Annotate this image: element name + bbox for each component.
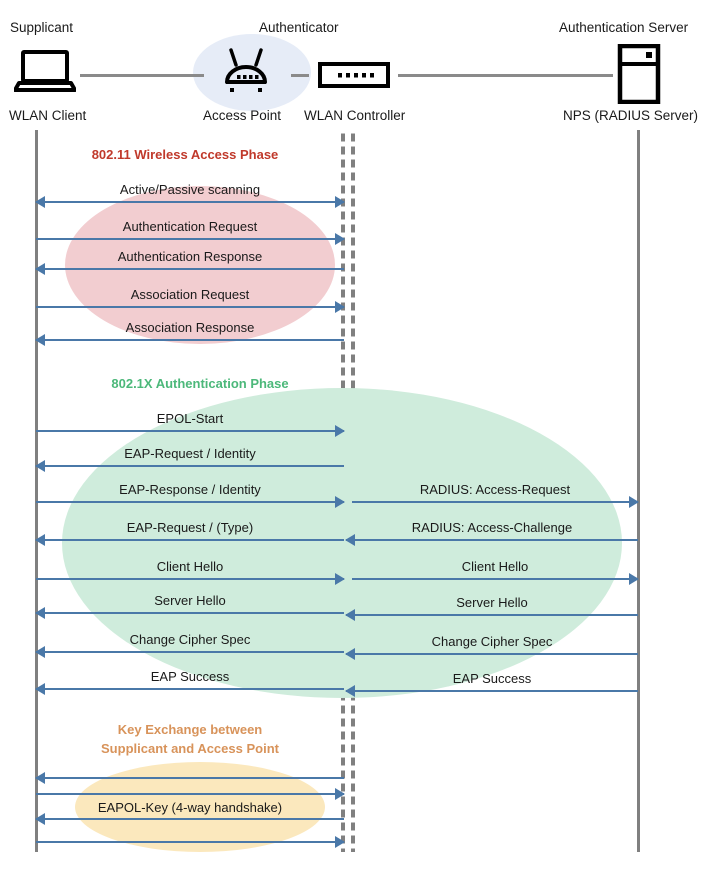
message-line — [36, 465, 344, 467]
message-label: Server Hello — [456, 594, 528, 610]
arrowhead-left-icon — [345, 685, 355, 697]
message-label: RADIUS: Access-Request — [419, 481, 571, 497]
message-label: EAP-Response / Identity — [119, 481, 261, 497]
lifeline-supplicant — [35, 130, 38, 852]
arrowhead-right-icon — [335, 788, 345, 800]
message-line — [36, 306, 344, 308]
message-line — [352, 501, 638, 503]
arrowhead-left-icon — [345, 534, 355, 546]
message-label: Authentication Response — [117, 248, 263, 264]
message-label: EAP-Request / (Type) — [126, 519, 254, 535]
message-label: EAP Success — [452, 670, 532, 686]
phase-label-dot1x-authentication: 802.1X Authentication Phase — [111, 376, 289, 391]
link-client-to-ap — [80, 74, 204, 77]
arrowhead-left-icon — [35, 460, 45, 472]
arrowhead-right-icon — [335, 573, 345, 585]
message-label: Active/Passive scanning — [119, 181, 261, 197]
arrowhead-left-icon — [35, 646, 45, 658]
arrowhead-right-icon — [335, 425, 345, 437]
message-line — [36, 339, 344, 341]
message-label: Association Response — [125, 319, 255, 335]
node-role-label-authentication-server: Authentication Server — [559, 20, 689, 35]
message-line — [36, 612, 344, 614]
message-line — [346, 539, 638, 541]
message-label: Association Request — [130, 286, 250, 302]
message-line — [36, 818, 344, 820]
link-ap-to-controller — [291, 74, 309, 77]
arrowhead-right-icon — [335, 496, 345, 508]
node-device-label-access-point: Access Point — [203, 108, 282, 123]
message-line — [36, 201, 344, 203]
node-device-label-wlan-controller: WLAN Controller — [304, 108, 406, 123]
message-label: EPOL-Start — [156, 410, 224, 426]
arrowhead-left-icon — [35, 534, 45, 546]
wireless-router-icon — [218, 48, 274, 97]
message-line — [36, 268, 344, 270]
message-line — [36, 777, 344, 779]
arrowhead-left-icon — [345, 609, 355, 621]
arrowhead-right-icon — [629, 573, 639, 585]
arrowhead-left-icon — [35, 196, 45, 208]
message-label: EAPOL-Key (4-way handshake) — [97, 799, 283, 815]
message-line — [346, 690, 638, 692]
message-line — [36, 430, 344, 432]
message-label: Server Hello — [154, 592, 226, 608]
node-device-label-wlan-client: WLAN Client — [9, 108, 87, 123]
message-line — [36, 688, 344, 690]
message-label: Change Cipher Spec — [431, 633, 553, 649]
message-label: EAP Success — [150, 668, 230, 684]
arrowhead-right-icon — [629, 496, 639, 508]
arrowhead-left-icon — [35, 607, 45, 619]
arrowhead-right-icon — [335, 836, 345, 848]
phase-label-wireless-access: 802.11 Wireless Access Phase — [91, 147, 279, 162]
phase-ellipse-wireless-access — [65, 186, 335, 344]
message-label: Client Hello — [156, 558, 224, 574]
message-label: EAP-Request / Identity — [124, 445, 256, 461]
message-line — [36, 238, 344, 240]
node-device-label-nps-radius-server: NPS (RADIUS Server) — [563, 108, 699, 123]
message-line — [36, 578, 344, 580]
node-role-label-supplicant: Supplicant — [10, 20, 74, 35]
message-label: Authentication Request — [122, 218, 258, 234]
lifeline-radius-server — [637, 130, 640, 852]
message-line — [36, 793, 344, 795]
server-tower-icon — [617, 43, 661, 109]
message-line — [36, 651, 344, 653]
arrowhead-left-icon — [35, 683, 45, 695]
message-line — [346, 653, 638, 655]
message-line — [36, 501, 344, 503]
arrowhead-right-icon — [335, 301, 345, 313]
arrowhead-left-icon — [35, 772, 45, 784]
message-line — [36, 539, 344, 541]
arrowhead-left-icon — [35, 334, 45, 346]
message-label: Change Cipher Spec — [129, 631, 251, 647]
arrowhead-left-icon — [345, 648, 355, 660]
message-line — [346, 614, 638, 616]
message-line — [36, 841, 344, 843]
network-switch-icon — [318, 62, 390, 93]
message-label: RADIUS: Access-Challenge — [411, 519, 573, 535]
arrowhead-left-icon — [35, 263, 45, 275]
phase-label-key-exchange: Key Exchange between Supplicant and Acce… — [101, 722, 279, 756]
message-line — [352, 578, 638, 580]
arrowhead-left-icon — [35, 813, 45, 825]
laptop-icon — [13, 50, 77, 97]
node-role-label-authenticator: Authenticator — [259, 20, 339, 35]
link-controller-to-server — [398, 74, 613, 77]
phase-ellipse-dot1x-authentication — [62, 388, 622, 698]
arrowhead-right-icon — [335, 233, 345, 245]
authenticator-group-highlight — [193, 34, 311, 111]
arrowhead-right-icon — [335, 196, 345, 208]
message-label: Client Hello — [461, 558, 529, 574]
